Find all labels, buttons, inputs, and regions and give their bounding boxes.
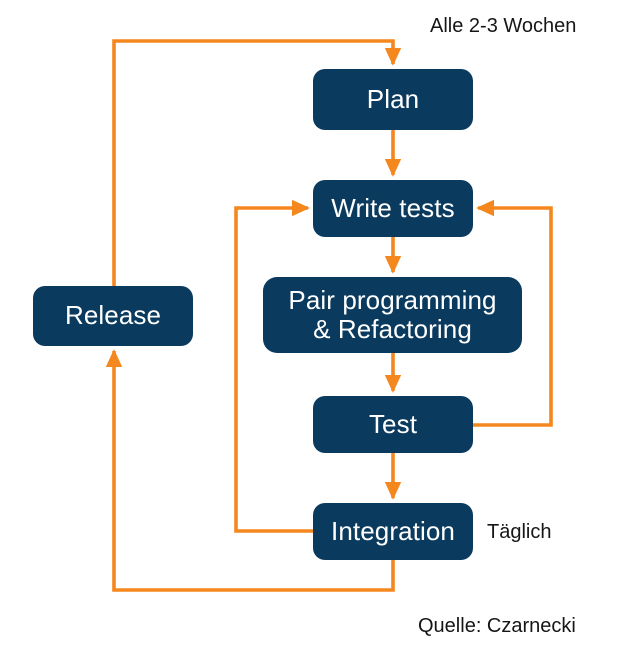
node-integration-label: Integration — [331, 515, 455, 546]
caption-source: Quelle: Czarnecki — [418, 615, 576, 637]
node-test-label: Test — [368, 408, 418, 439]
node-release-label: Release — [64, 300, 162, 331]
connector-integration-to-write-tests — [234, 199, 313, 533]
node-pair-programming-refactoring[interactable]: Pair programming & Refactoring — [263, 277, 522, 353]
connector-integration-to-release — [105, 349, 395, 592]
node-integration[interactable]: Integration — [313, 503, 473, 560]
connector-release-to-plan — [112, 39, 402, 316]
node-plan[interactable]: Plan — [313, 69, 473, 130]
node-test[interactable]: Test — [313, 396, 473, 453]
caption-integration-cadence: Täglich — [487, 521, 552, 543]
node-release[interactable]: Release — [33, 286, 193, 346]
node-plan-label: Plan — [366, 83, 420, 114]
node-write-tests-label: Write tests — [331, 192, 455, 223]
node-write-tests[interactable]: Write tests — [313, 180, 473, 237]
node-pair-programming-refactoring-label: Pair programming & Refactoring — [288, 284, 497, 344]
connector-test-back-to-write-tests — [473, 199, 553, 427]
caption-release-cadence: Alle 2-3 Wochen — [430, 15, 577, 37]
